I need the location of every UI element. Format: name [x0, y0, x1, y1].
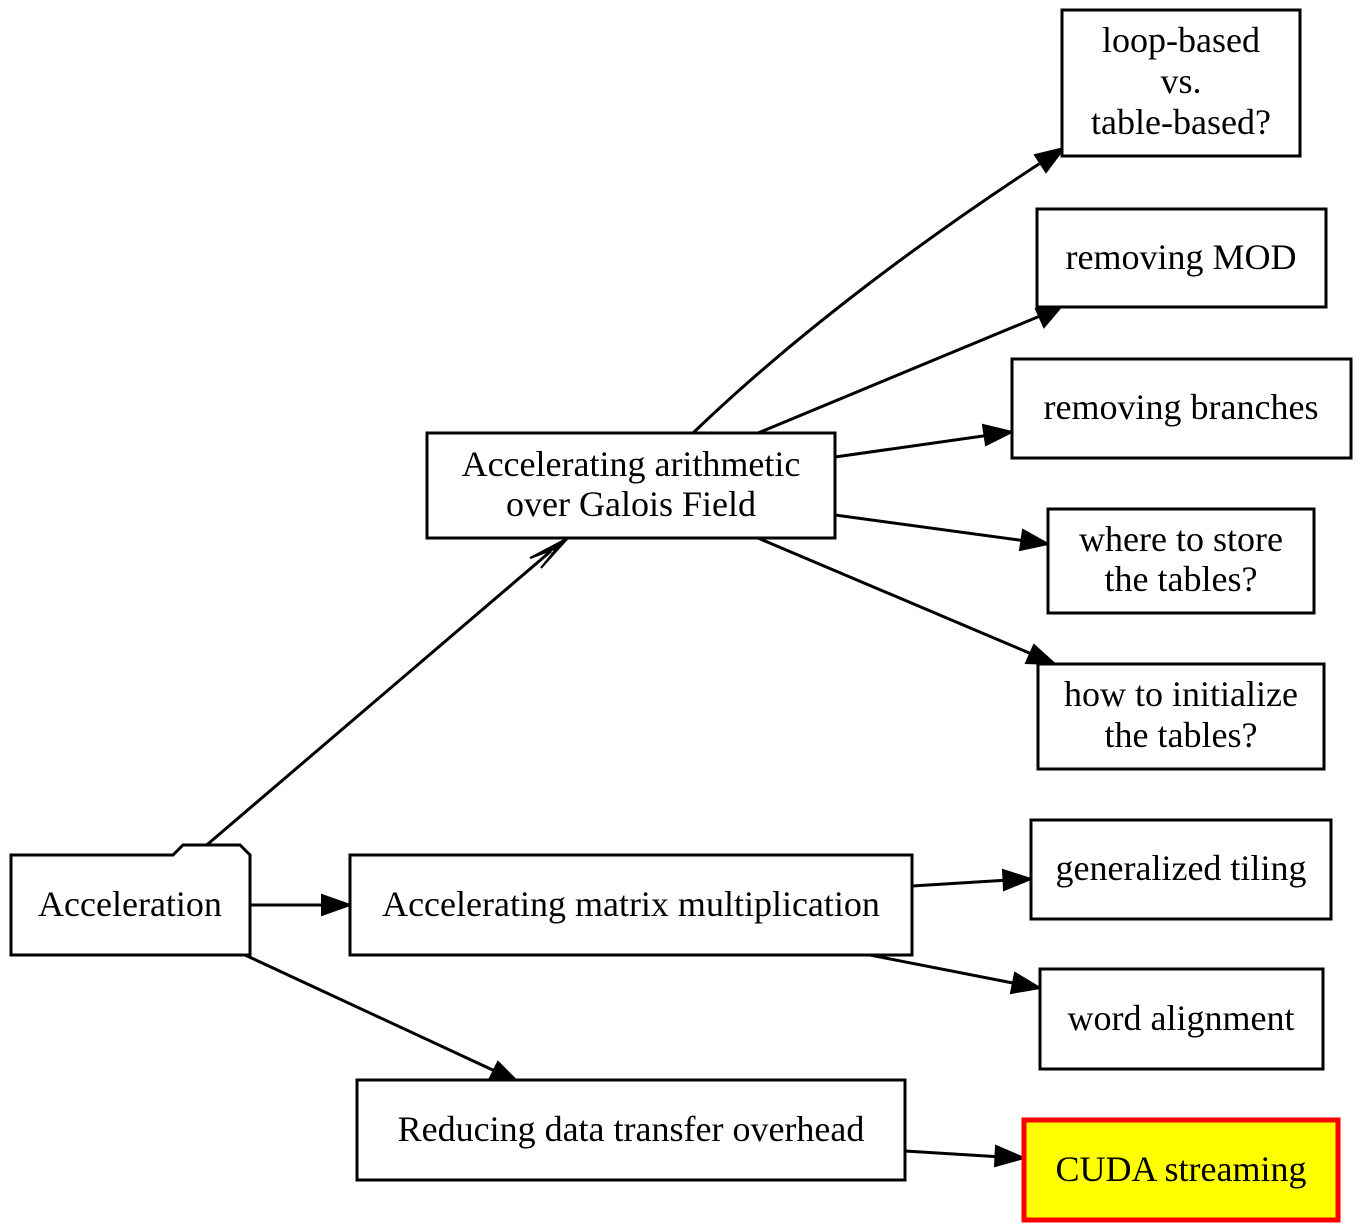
node-how-init-line2: the tables?	[1105, 715, 1258, 755]
node-galois-label-line2: over Galois Field	[506, 484, 756, 524]
node-where-store-line1: where to store	[1079, 519, 1283, 559]
node-cuda-streaming: CUDA streaming	[1021, 1117, 1341, 1223]
node-acceleration: Acceleration	[9, 843, 252, 957]
edge-acceleration-to-transfer	[244, 953, 521, 1084]
node-acceleration-label: Acceleration	[38, 884, 222, 924]
edge-galois-to-removing-branches	[834, 423, 1015, 459]
node-loop-vs-table-line2: vs.	[1160, 61, 1201, 101]
node-galois: Accelerating arithmetic over Galois Fiel…	[425, 431, 837, 540]
node-generalized-tiling: generalized tiling	[1029, 818, 1333, 921]
node-loop-vs-table-line1: loop-based	[1102, 20, 1260, 60]
node-transfer-label: Reducing data transfer overhead	[398, 1109, 865, 1149]
node-loop-vs-table-line3: table-based?	[1091, 102, 1271, 142]
node-generalized-tiling-label: generalized tiling	[1056, 848, 1307, 888]
node-cuda-streaming-label: CUDA streaming	[1056, 1149, 1307, 1189]
edge-matrix-to-word-alignment	[869, 953, 1043, 995]
edge-acceleration-to-galois	[194, 537, 569, 857]
node-removing-branches-label: removing branches	[1044, 387, 1319, 427]
node-removing-mod: removing MOD	[1035, 207, 1328, 309]
node-transfer: Reducing data transfer overhead	[355, 1078, 907, 1182]
node-where-store-line2: the tables?	[1105, 559, 1258, 599]
node-removing-branches: removing branches	[1010, 357, 1353, 460]
node-matrix: Accelerating matrix multiplication	[348, 853, 914, 957]
edge-galois-to-loop-vs-table	[691, 146, 1067, 435]
edge-acceleration-to-matrix	[250, 893, 353, 917]
edge-galois-to-removing-mod	[757, 305, 1064, 435]
edge-galois-to-how-init	[757, 536, 1058, 666]
node-where-store: where to store the tables?	[1046, 507, 1316, 615]
edges	[194, 146, 1067, 1168]
node-how-init: how to initialize the tables?	[1036, 662, 1326, 771]
edge-galois-to-where-store	[834, 513, 1051, 552]
node-word-alignment-label: word alignment	[1068, 998, 1295, 1038]
node-word-alignment: word alignment	[1038, 967, 1325, 1071]
node-removing-mod-label: removing MOD	[1066, 237, 1297, 277]
edge-transfer-to-cuda	[904, 1144, 1028, 1168]
node-galois-label-line1: Accelerating arithmetic	[462, 444, 801, 484]
node-how-init-line1: how to initialize	[1064, 674, 1298, 714]
node-loop-vs-table: loop-based vs. table-based?	[1060, 8, 1302, 158]
edge-matrix-to-generalized-tiling	[911, 868, 1034, 892]
node-matrix-label: Accelerating matrix multiplication	[382, 884, 880, 924]
